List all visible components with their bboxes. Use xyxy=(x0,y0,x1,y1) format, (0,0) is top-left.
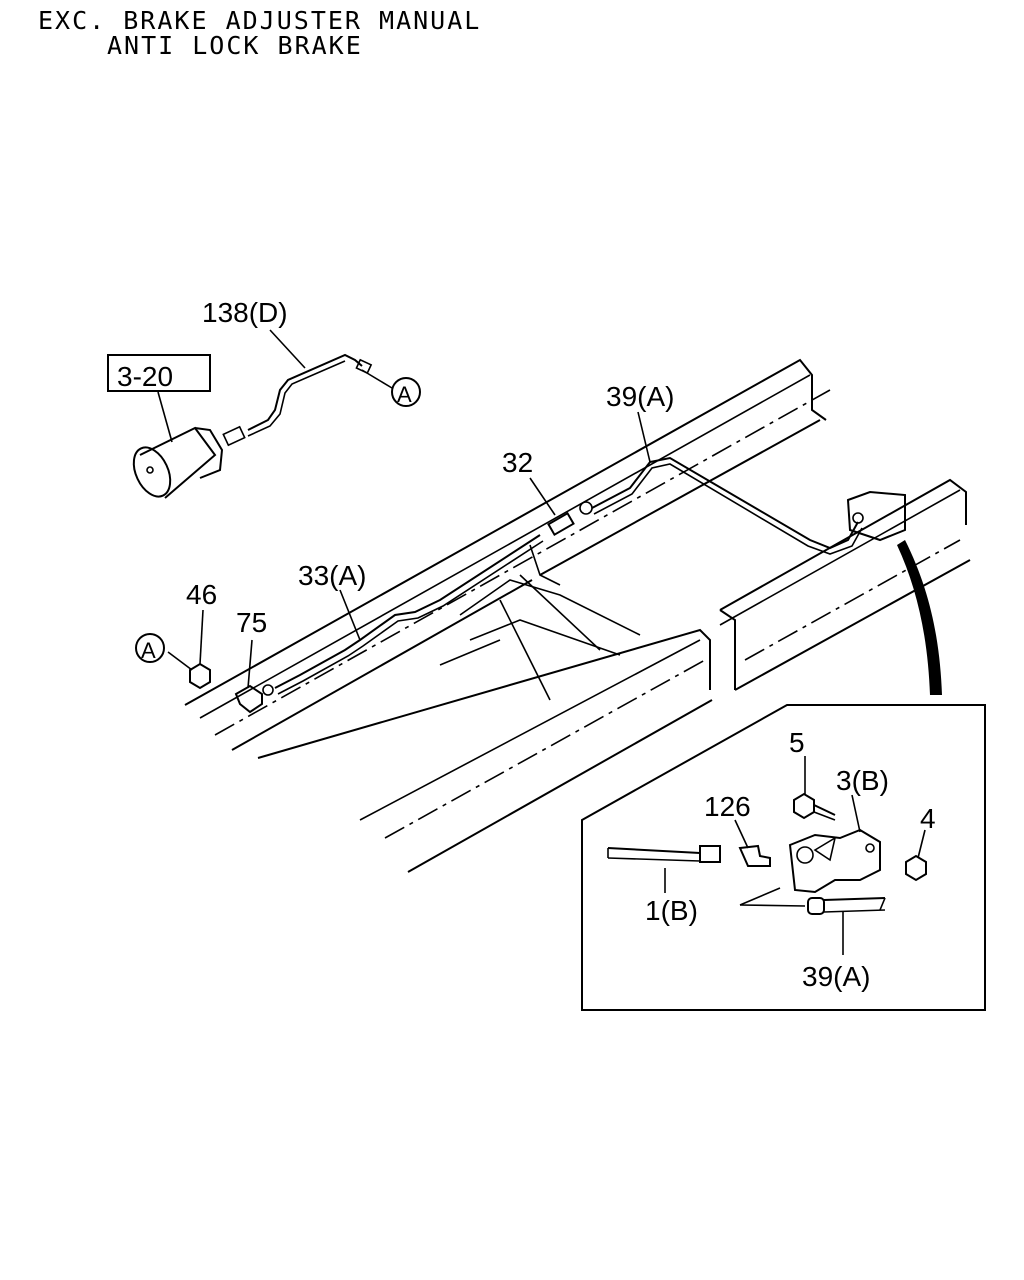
detail-flare-nut xyxy=(699,845,721,863)
brake-actuator xyxy=(132,425,246,499)
connector-a-top-label: A xyxy=(397,382,412,407)
connector-a-left-label: A xyxy=(141,638,156,663)
label-1b: 1(B) xyxy=(645,895,698,926)
label-39a-top: 39(A) xyxy=(606,381,674,412)
label-3b: 3(B) xyxy=(836,765,889,796)
detail-clip-126 xyxy=(738,844,771,867)
ref-box-frame xyxy=(107,354,211,392)
label-75: 75 xyxy=(236,607,267,638)
label-138d: 138(D) xyxy=(202,297,288,328)
brake-tube-138d xyxy=(247,353,373,437)
leader-lines xyxy=(157,329,651,689)
label-4: 4 xyxy=(920,803,936,834)
fitting-32-union xyxy=(547,501,593,537)
detail-arrow xyxy=(897,540,942,695)
connector-a-top-circle xyxy=(391,377,421,407)
brake-tube-33a xyxy=(274,534,544,695)
label-39a-detail: 39(A) xyxy=(802,961,870,992)
label-46: 46 xyxy=(186,579,217,610)
chassis-frame xyxy=(184,358,971,873)
fitting-75-tee xyxy=(234,684,274,714)
title-line-2: ANTI LOCK BRAKE xyxy=(107,31,363,60)
detail-nut-4 xyxy=(905,854,927,882)
label-33a: 33(A) xyxy=(298,560,366,591)
label-126: 126 xyxy=(704,791,751,822)
title-line-1: EXC. BRAKE ADJUSTER MANUAL xyxy=(38,6,482,35)
label-5: 5 xyxy=(789,727,805,758)
fitting-46-nut xyxy=(189,662,211,690)
detail-inset xyxy=(581,704,986,1011)
label-32: 32 xyxy=(502,447,533,478)
brake-tube-39a xyxy=(591,456,863,555)
ref-box-label: 3-20 xyxy=(117,361,173,392)
connector-a-left-circle xyxy=(135,633,165,663)
bracket-fitting xyxy=(846,490,906,542)
detail-bolt-5 xyxy=(793,792,815,820)
detail-bracket-3b xyxy=(788,828,881,894)
